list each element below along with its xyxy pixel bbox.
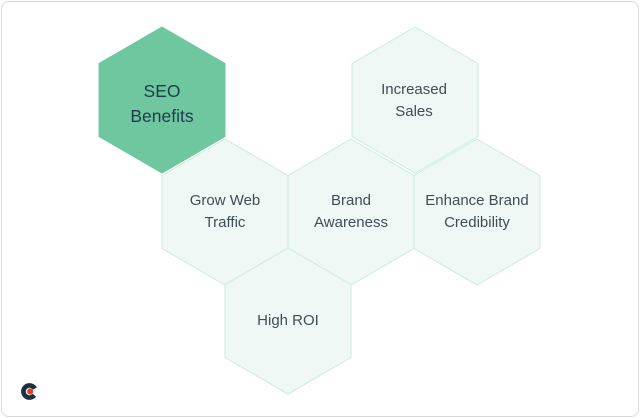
hexagon-increased-sales[interactable]: [351, 26, 479, 174]
hexagon-enhance-brand-credibility[interactable]: [413, 138, 541, 286]
hexagon-high-roi[interactable]: [224, 247, 352, 395]
logo-red-dot: [27, 388, 34, 395]
creately-logo-icon: [21, 383, 38, 400]
logo-c-ring: [21, 383, 38, 400]
hexagon-seo-benefits[interactable]: [98, 26, 226, 174]
